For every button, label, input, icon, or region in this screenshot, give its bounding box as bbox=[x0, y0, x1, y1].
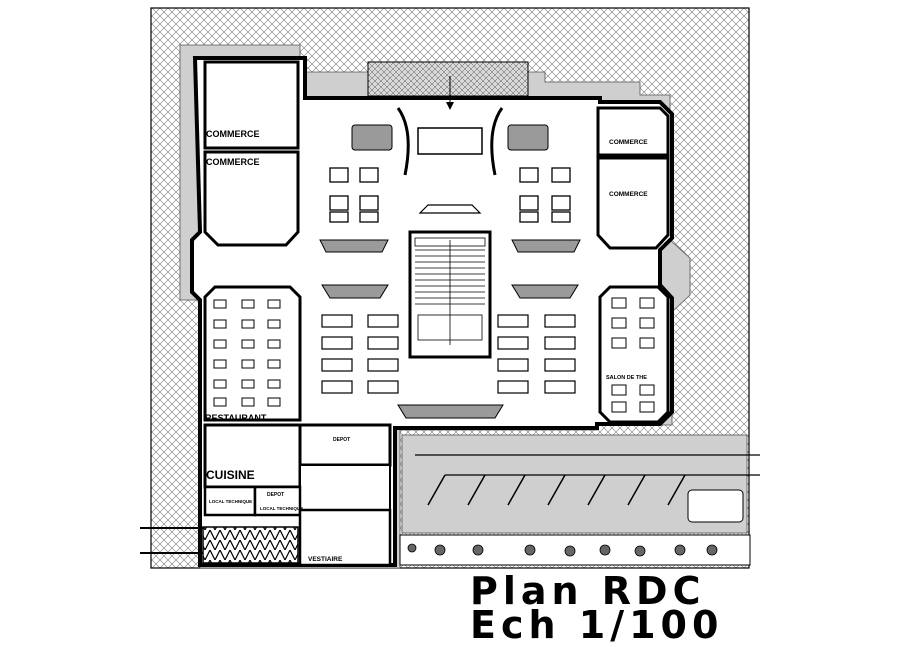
hall-tables-lower-right bbox=[497, 314, 576, 394]
cafe-tables-upper-left bbox=[329, 167, 379, 223]
entrance-doors bbox=[417, 127, 483, 155]
planters bbox=[319, 124, 581, 419]
commerce-room-4 bbox=[596, 156, 670, 250]
parking-planter bbox=[687, 489, 744, 523]
trees bbox=[407, 543, 718, 557]
restaurant-tables bbox=[213, 299, 281, 407]
service-corridor bbox=[299, 464, 391, 511]
commerce-label-4: COMMERCE bbox=[609, 191, 648, 198]
salon-tables bbox=[611, 297, 655, 413]
reception-counter bbox=[418, 204, 482, 214]
hall-tables-lower-left bbox=[321, 314, 399, 394]
salon-de-the-room bbox=[598, 285, 670, 424]
commerce-room-3 bbox=[596, 106, 670, 157]
depot-label-1: DEPOT bbox=[333, 437, 350, 443]
commerce-label-2: COMMERCE bbox=[206, 157, 260, 167]
vestiaire-label: VESTIAIRE bbox=[308, 556, 343, 563]
parking-bays bbox=[427, 474, 686, 506]
local-technique-label-2: LOCAL TECHNIQUE bbox=[260, 506, 303, 511]
commerce-room-1 bbox=[203, 60, 300, 150]
commerce-label-1: COMMERCE bbox=[206, 129, 260, 139]
local-technique-label-1: LOCAL TECHNIQUE bbox=[209, 499, 252, 504]
entrance-canopy bbox=[367, 61, 529, 97]
vestiaire-room bbox=[298, 508, 392, 567]
depot-label-2: DEPOT bbox=[267, 492, 284, 498]
depot-room-1 bbox=[298, 423, 392, 467]
right-curved-stair bbox=[490, 107, 504, 176]
salon-de-the-label: SALON DE THE bbox=[606, 375, 647, 381]
ramp-left bbox=[202, 526, 299, 564]
cuisine-label: CUISINE bbox=[206, 468, 255, 482]
cafe-tables-upper-right bbox=[519, 167, 571, 223]
left-curved-stair bbox=[396, 107, 410, 176]
plan-title: Plan RDC bbox=[470, 569, 706, 613]
restaurant-label: RESTAURANT bbox=[205, 413, 267, 423]
depot-local-technique-room bbox=[253, 485, 302, 517]
commerce-label-3: COMMERCE bbox=[609, 139, 648, 146]
plan-scale: Ech 1/100 bbox=[470, 603, 724, 647]
commerce-room-2 bbox=[203, 150, 300, 247]
stairs bbox=[414, 237, 486, 345]
